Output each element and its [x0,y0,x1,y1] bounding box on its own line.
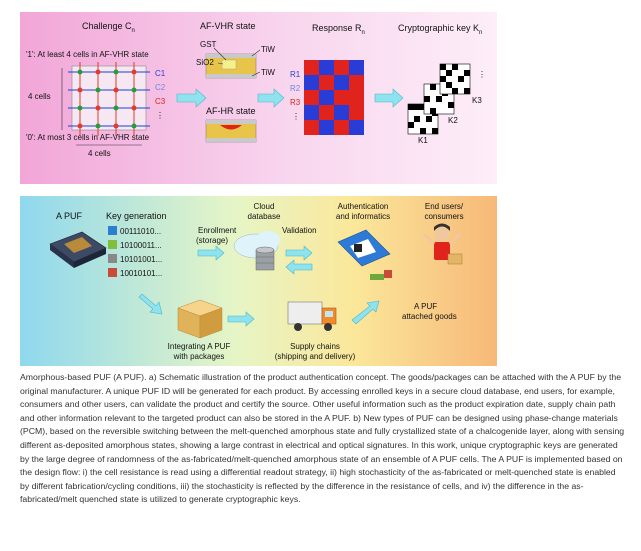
database-label: database [247,212,281,221]
k3-label: K3 [472,96,482,105]
key-pattern-k3 [439,63,471,95]
panel-b-graphics [49,223,463,339]
challenge-dots: ⋮ [156,111,164,120]
arrow-integrating [138,293,163,315]
authentication-label: Authentication [337,202,389,211]
response-matrix [304,60,364,135]
cloud-label: Cloud [253,202,275,211]
arrow-validation-left [285,259,313,275]
integrating-label-line1: Integrating A PUF [167,342,231,351]
cloud-database-icon [233,231,280,271]
attached-label-line1: A PUF [414,302,438,311]
arrow-supply [227,311,255,327]
consumers-label: consumers [424,212,464,221]
k1-label: K1 [418,136,428,145]
r2-label: R2 [290,84,301,93]
apuf-chip-icon [49,231,107,268]
key-value-2: 10100011... [120,241,162,250]
af-hr-device [205,119,257,143]
response-dots: ⋮ [292,112,300,121]
crypto-key-title: Cryptographic key Kn [398,23,483,36]
key-value-4: 10010101... [120,269,163,278]
af-hr-title: AF-HR state [206,106,256,116]
informatics-label: and informatics [335,212,391,221]
challenge-title: Challenge Cn [82,21,135,34]
c1-label: C1 [155,69,166,78]
c2-label: C2 [155,83,166,92]
panel-a-schematic: Challenge Cn '1': At least 4 cells in AF… [20,12,497,184]
cells-bottom-label: 4 cells [88,149,111,158]
c3-label: C3 [155,97,166,106]
zero-rule-label: '0': At most 3 cells in AF-VHR state [26,133,150,142]
arrow-to-attached [351,300,380,325]
end-users-label: End users/ [424,202,464,211]
r3-label: R3 [290,98,301,107]
gst-label: GST [200,40,217,49]
key-generation-title: Key generation [106,211,167,221]
storage-label: (storage) [196,236,229,245]
integrating-label-line2: with packages [173,352,225,361]
key-dots: ⋮ [478,70,486,79]
panel-a-graphics [61,47,471,146]
package-box-icon [177,299,223,339]
tiw-bottom-label: TiW [261,68,275,77]
attached-label-line2: attached goods [402,312,457,321]
flow-arrow-1 [176,88,207,108]
consumer-icon [422,223,463,265]
response-title: Response Rn [312,23,365,36]
key-value-1: 00111010... [120,227,162,236]
one-rule-label: '1': At least 4 cells in AF-VHR state [26,50,149,59]
key-swatches [108,226,117,277]
apuf-title: A PUF [56,211,83,221]
tiw-top-label: TiW [261,45,275,54]
challenge-grid [61,62,150,146]
arrow-validation-right [285,245,313,261]
arrow-enrollment [197,245,225,261]
supply-label-line1: Supply chains [290,342,340,351]
cells-side-label: 4 cells [28,92,51,101]
r1-label: R1 [290,70,301,79]
supply-label-line2: (shipping and delivery) [274,352,356,361]
truck-icon [287,301,337,331]
flow-arrow-3 [374,88,404,108]
af-vhr-device [205,47,261,79]
k2-label: K2 [448,116,458,125]
panel-b-flow: A PUF Key generation 00111010... 1010001… [20,196,497,366]
af-vhr-title: AF-VHR state [200,21,256,31]
flow-arrow-2 [257,88,285,108]
enrollment-label: Enrollment [198,226,237,235]
key-value-3: 10101001... [120,255,163,264]
validation-label: Validation [282,226,317,235]
figure-caption: Amorphous-based PUF (A PUF). a) Schemati… [20,372,625,505]
smartphone-icon [337,229,392,280]
sio2-label: SiO2 [196,58,214,67]
